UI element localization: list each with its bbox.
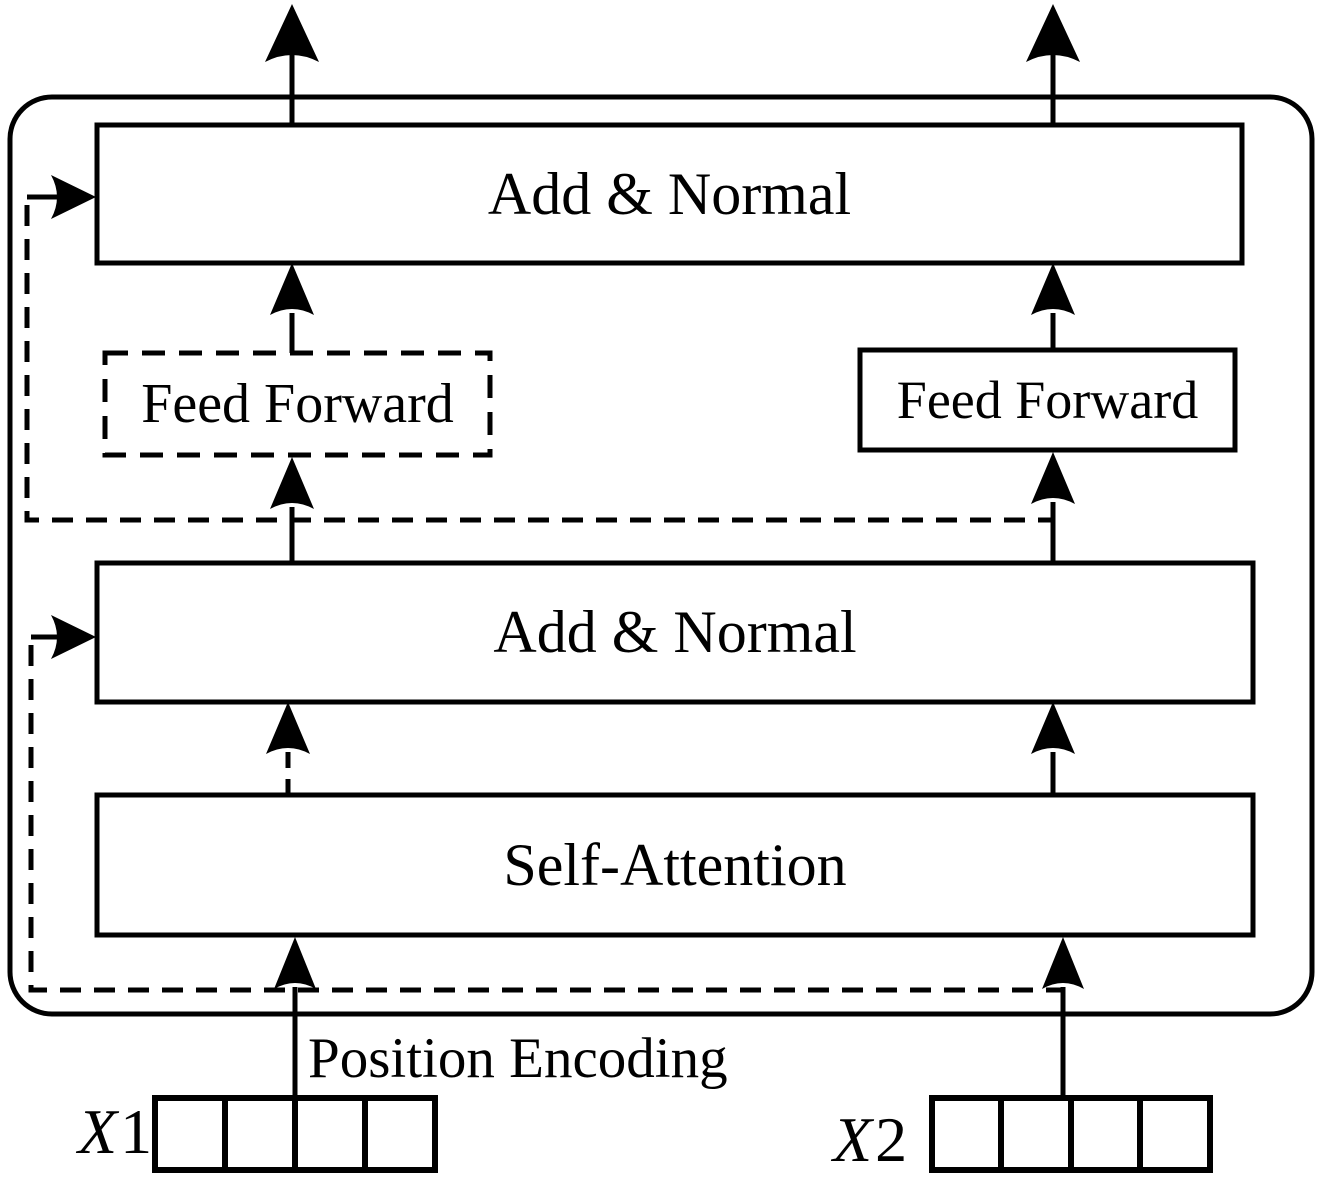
ffl-to-top-head: [270, 263, 314, 315]
sa-to-mid-right-head: [1031, 702, 1075, 754]
box-feed-forward-left: [102, 350, 493, 458]
encoder-container-outline: [7, 94, 1315, 1017]
box-feed-forward-right: [857, 347, 1238, 453]
token-row-x1: [152, 1095, 438, 1173]
residual-path-upper: [24, 205, 1051, 523]
input-left-head: [274, 937, 316, 989]
input-right-head: [1042, 937, 1084, 989]
token-row-x2: [929, 1095, 1213, 1173]
box-add-normal-middle: [94, 560, 1256, 705]
output-arrow-right-head: [1026, 4, 1080, 62]
ffr-to-top-head: [1031, 263, 1075, 315]
residual-path-lower: [28, 645, 1061, 993]
sa-to-mid-left-head: [266, 702, 310, 754]
mid-to-ffl-head: [270, 457, 314, 509]
box-self-attention: [94, 792, 1256, 938]
mid-to-ffr-head: [1031, 452, 1075, 504]
output-arrow-left-head: [265, 4, 319, 62]
residual-upper-arrowhead: [51, 175, 96, 219]
box-add-normal-top: [94, 122, 1245, 266]
residual-lower-arrowhead: [51, 615, 96, 659]
